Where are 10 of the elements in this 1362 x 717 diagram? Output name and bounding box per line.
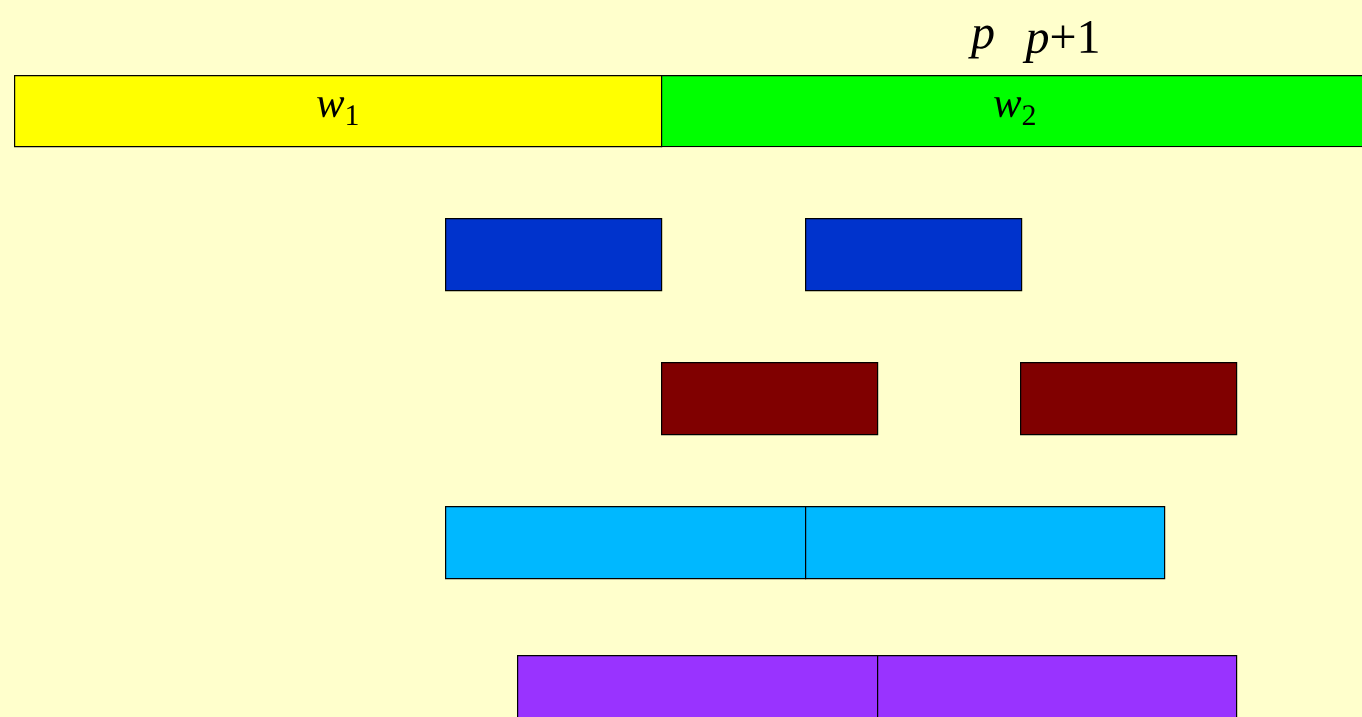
word-box: w$_{1}$: [14, 75, 663, 148]
bar: [517, 655, 879, 717]
bar: [445, 506, 807, 580]
bar: [805, 506, 1166, 580]
word-box: w$_{2}$: [661, 75, 1362, 148]
bar: [661, 362, 879, 436]
bar: [445, 218, 663, 292]
bar: [1020, 362, 1238, 436]
bar: [877, 655, 1238, 717]
bar: [805, 218, 1023, 292]
